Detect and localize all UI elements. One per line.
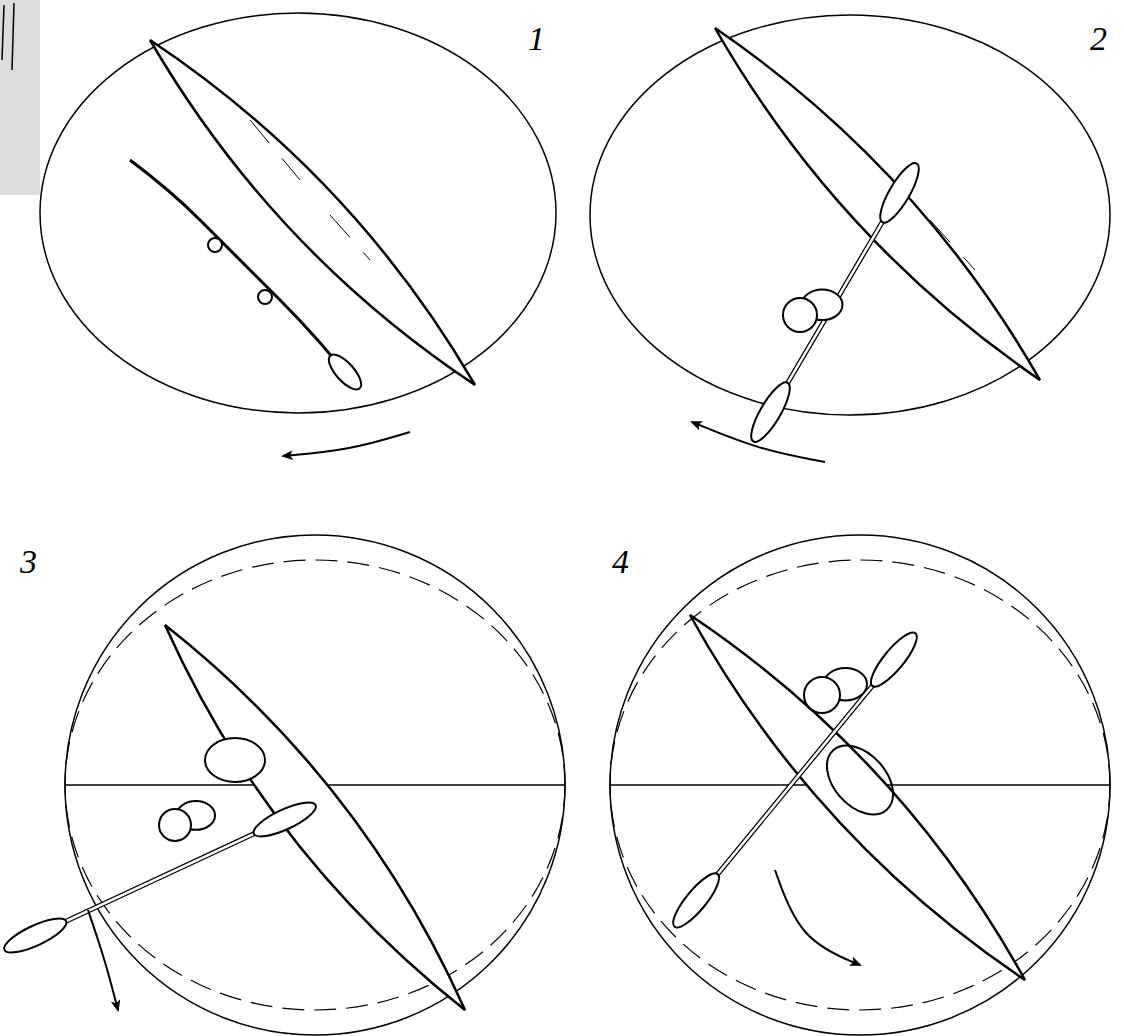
- panel-three: [0, 535, 565, 1035]
- panel-two: [590, 15, 1110, 462]
- panel-one: [40, 13, 556, 456]
- panel-number: 2: [1090, 22, 1107, 56]
- page-fragment: [0, 0, 40, 195]
- panel-number: 4: [612, 545, 629, 579]
- panel-number: 1: [528, 22, 545, 56]
- panel-number: 3: [20, 545, 37, 579]
- panel-four: [610, 535, 1110, 1035]
